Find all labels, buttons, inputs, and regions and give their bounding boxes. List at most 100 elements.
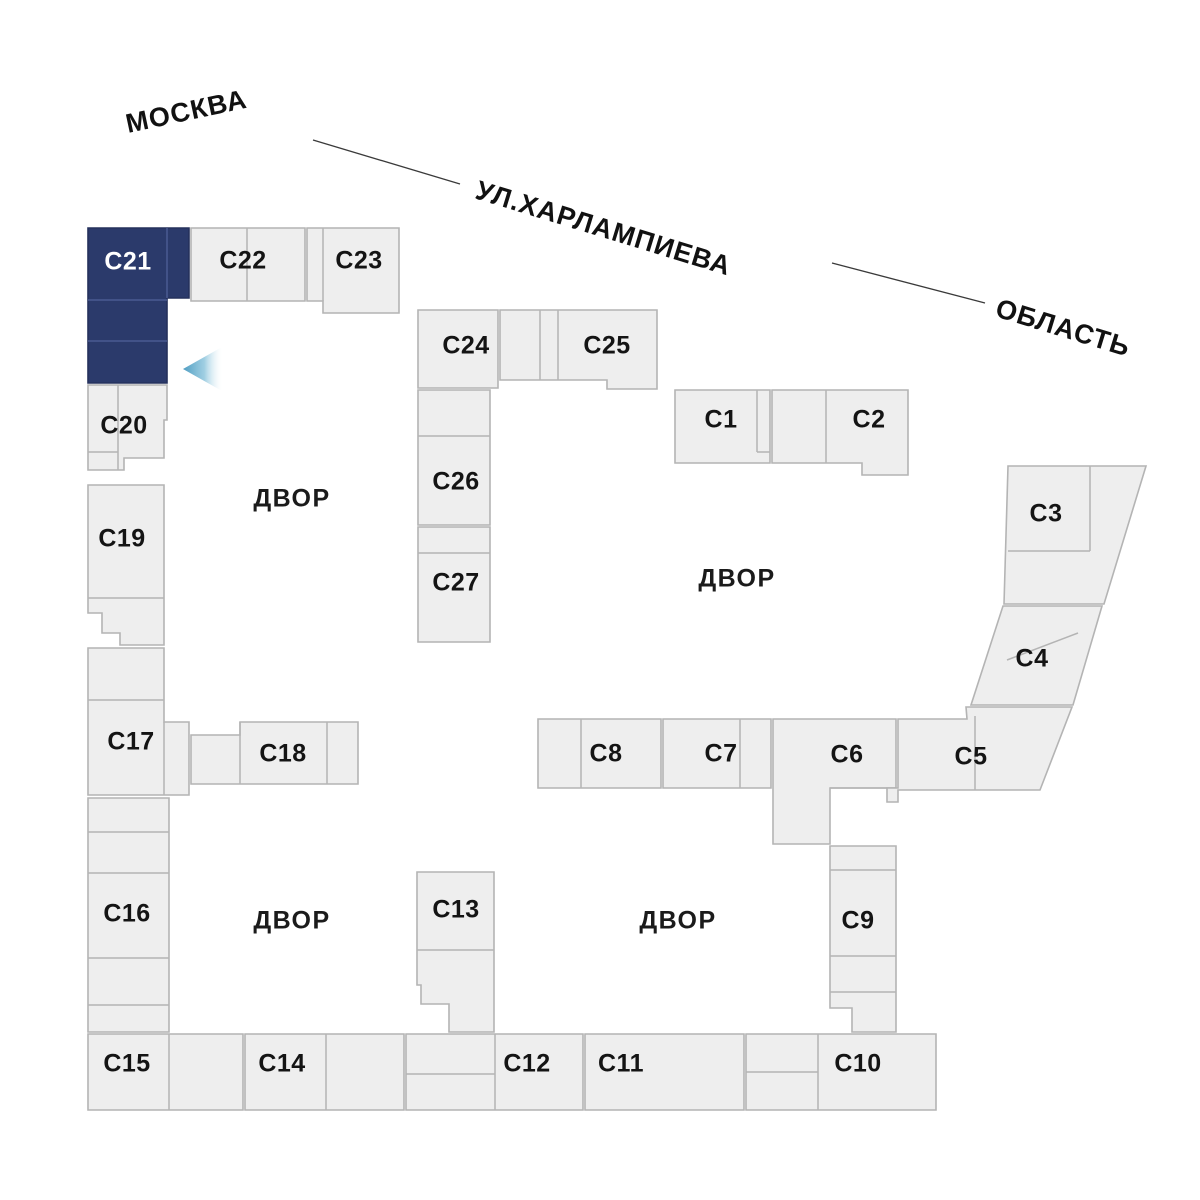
building-C11-shape[interactable] — [584, 1033, 745, 1111]
building-C10-shape[interactable] — [745, 1033, 937, 1111]
building-C9-dividers — [830, 869, 896, 993]
street-label-oblast: ОБЛАСТЬ — [992, 293, 1134, 362]
building-C21-dividers — [88, 228, 168, 342]
building-C15-label: C15 — [103, 1050, 150, 1078]
building-C24[interactable]: C24 — [417, 309, 499, 389]
building-C14[interactable]: C14 — [244, 1033, 405, 1111]
building-C21-label: C21 — [104, 248, 151, 276]
building-C1[interactable]: C1 — [674, 389, 771, 464]
direction-pointer-icon[interactable] — [183, 347, 222, 391]
street-label-moskva: МОСКВА — [123, 84, 250, 139]
building-C4-dividers — [1006, 632, 1079, 661]
building-C9-label: C9 — [842, 907, 875, 935]
building-C12-label: C12 — [503, 1050, 550, 1078]
building-C1-dividers — [756, 390, 770, 453]
building-C10[interactable]: C10 — [745, 1033, 937, 1111]
building-C3-dividers — [1008, 466, 1091, 552]
building-C4-shape[interactable] — [969, 605, 1104, 706]
building-C25-shape[interactable] — [499, 309, 658, 390]
direction-pointer[interactable] — [183, 347, 222, 391]
building-C15-shape[interactable] — [87, 1033, 244, 1111]
building-C2[interactable]: C2 — [771, 389, 909, 476]
building-C12[interactable]: C12 — [405, 1033, 584, 1111]
building-C19-label: C19 — [98, 525, 145, 553]
building-C1-label: C1 — [705, 406, 738, 434]
leader-line-left — [312, 139, 461, 185]
building-C10-dividers — [746, 1034, 819, 1110]
building-C16-label: C16 — [103, 900, 150, 928]
building-C11[interactable]: C11 — [584, 1033, 745, 1111]
building-C4-label: C4 — [1016, 645, 1049, 673]
building-C5-shape[interactable] — [886, 706, 1074, 803]
building-C6-shape[interactable] — [772, 718, 897, 845]
building-C22-shape[interactable] — [190, 227, 306, 302]
building-C13-shape[interactable] — [416, 871, 495, 1033]
yard-label-northwest: ДВОР — [253, 485, 330, 513]
building-C2-label: C2 — [853, 406, 886, 434]
building-C4[interactable]: C4 — [969, 605, 1104, 706]
building-C23-shape[interactable] — [306, 227, 400, 314]
building-C5-label: C5 — [955, 743, 988, 771]
building-C16[interactable]: C16 — [87, 797, 170, 1033]
building-C5[interactable]: C5 — [886, 706, 1074, 803]
building-C2-shape[interactable] — [771, 389, 909, 476]
building-C17-shape[interactable] — [87, 647, 190, 796]
building-C26-shape[interactable] — [417, 389, 491, 526]
building-C23[interactable]: C23 — [306, 227, 400, 314]
building-C13-label: C13 — [432, 896, 479, 924]
building-C18[interactable]: C18 — [190, 721, 359, 785]
courtyard-labels: ДВОР ДВОР ДВОР ДВОР — [253, 485, 775, 935]
building-C20[interactable]: C20 — [87, 384, 168, 471]
building-C24-label: C24 — [442, 332, 489, 360]
building-C25-dividers — [539, 310, 559, 380]
building-C17-dividers — [88, 699, 165, 795]
building-C9[interactable]: C9 — [829, 845, 897, 1033]
building-C21[interactable]: C21 — [87, 227, 190, 384]
building-C26-label: C26 — [432, 468, 479, 496]
building-C14-label: C14 — [258, 1050, 305, 1078]
building-C24-shape[interactable] — [417, 309, 499, 389]
building-C7-shape[interactable] — [662, 718, 772, 789]
building-C20-shape[interactable] — [87, 384, 168, 471]
building-C16-dividers — [88, 831, 169, 1006]
building-C27-shape[interactable] — [417, 526, 491, 643]
building-C18-dividers — [239, 722, 328, 784]
building-C27[interactable]: C27 — [417, 526, 491, 643]
building-C27-label: C27 — [432, 569, 479, 597]
building-C19[interactable]: C19 — [87, 484, 165, 646]
building-C12-dividers — [406, 1034, 496, 1110]
building-C8-label: C8 — [590, 740, 623, 768]
building-C1-shape[interactable] — [674, 389, 771, 464]
building-C7-label: C7 — [705, 740, 738, 768]
building-C10-label: C10 — [834, 1050, 881, 1078]
building-C11-label: C11 — [598, 1050, 644, 1078]
building-C17[interactable]: C17 — [87, 647, 190, 796]
street-label-ul-harlampieva: УЛ.ХАРЛАМПИЕВА — [472, 175, 735, 281]
building-C14-shape[interactable] — [244, 1033, 405, 1111]
building-C9-shape[interactable] — [829, 845, 897, 1033]
building-C26[interactable]: C26 — [417, 389, 491, 526]
building-C25-label: C25 — [583, 332, 630, 360]
yard-label-northeast: ДВОР — [698, 565, 775, 593]
building-C8-shape[interactable] — [537, 718, 662, 789]
building-C6[interactable]: C6 — [772, 718, 897, 845]
building-C23-label: C23 — [335, 247, 382, 275]
building-C15[interactable]: C15 — [87, 1033, 244, 1111]
yard-label-southwest: ДВОР — [253, 907, 330, 935]
building-C20-dividers — [88, 385, 119, 470]
leader-line-right — [831, 262, 986, 304]
building-C16-shape[interactable] — [87, 797, 170, 1033]
building-C8[interactable]: C8 — [537, 718, 662, 789]
building-C3-shape[interactable] — [1003, 465, 1148, 605]
building-C18-label: C18 — [259, 740, 306, 768]
building-C7[interactable]: C7 — [662, 718, 772, 789]
building-C3[interactable]: C3 — [1003, 465, 1148, 605]
building-C19-shape[interactable] — [87, 484, 165, 646]
building-C17-label: C17 — [107, 728, 154, 756]
building-C25[interactable]: C25 — [499, 309, 658, 390]
building-C6-label: C6 — [831, 741, 864, 769]
street-leader-lines — [312, 139, 986, 304]
building-C22[interactable]: C22 — [190, 227, 306, 302]
building-C13[interactable]: C13 — [416, 871, 495, 1033]
